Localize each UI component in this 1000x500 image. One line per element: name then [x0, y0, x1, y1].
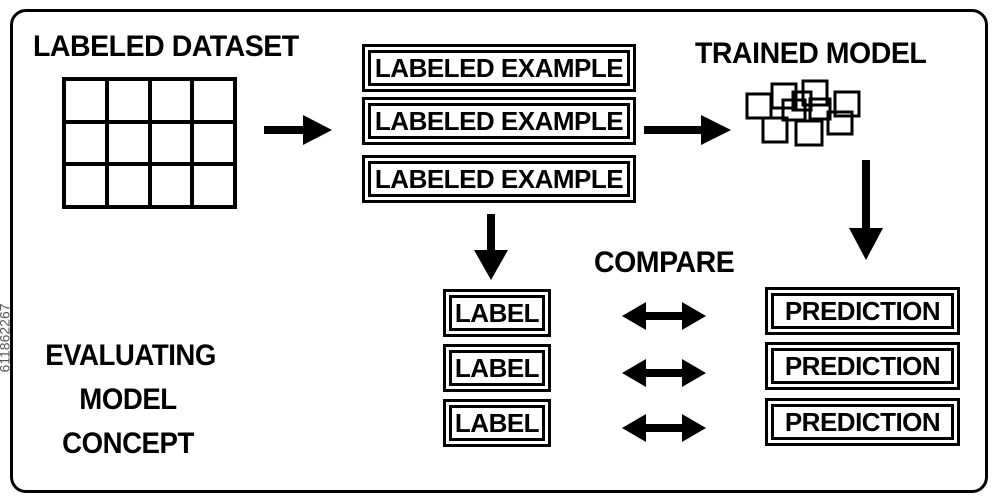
evaluating-concept-title: EVALUATING MODEL CONCEPT: [45, 334, 216, 466]
labeled-example-box: LABELED EXAMPLE: [362, 44, 636, 92]
compare-title: COMPARE: [594, 246, 735, 279]
label-box: LABEL: [443, 344, 551, 392]
label-text: LABEL: [449, 350, 545, 386]
prediction-text: PREDICTION: [771, 293, 954, 329]
label-box: LABEL: [443, 289, 551, 337]
evaluating-line: MODEL: [79, 383, 177, 416]
labeled-example-box: LABELED EXAMPLE: [362, 97, 636, 145]
prediction-box: PREDICTION: [765, 287, 960, 335]
labeled-example-label: LABELED EXAMPLE: [368, 103, 630, 139]
labeled-example-label: LABELED EXAMPLE: [368, 161, 630, 197]
labeled-example-label: LABELED EXAMPLE: [368, 50, 630, 86]
label-text: LABEL: [449, 405, 545, 441]
prediction-text: PREDICTION: [771, 404, 954, 440]
prediction-box: PREDICTION: [765, 398, 960, 446]
labeled-example-box: LABELED EXAMPLE: [362, 155, 636, 203]
prediction-box: PREDICTION: [765, 342, 960, 390]
watermark-id: 611862267: [0, 303, 13, 373]
trained-model-title: TRAINED MODEL: [695, 37, 927, 70]
label-text: LABEL: [449, 295, 545, 331]
label-box: LABEL: [443, 399, 551, 447]
labeled-dataset-title: LABELED DATASET: [33, 30, 299, 63]
evaluating-line: CONCEPT: [62, 427, 194, 460]
dataset-grid-icon: [62, 77, 237, 209]
prediction-text: PREDICTION: [771, 348, 954, 384]
evaluating-line: EVALUATING: [45, 339, 216, 372]
